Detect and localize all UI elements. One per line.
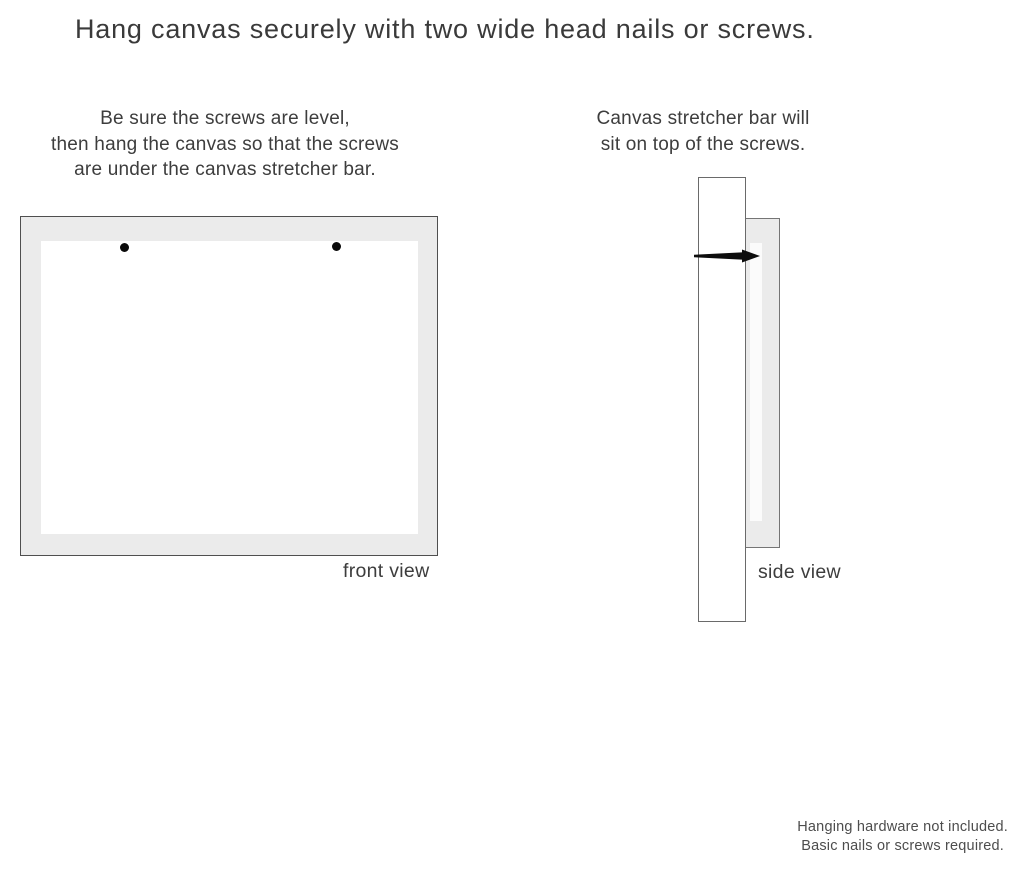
nail-icon <box>694 249 760 263</box>
canvas-side-profile <box>745 218 780 548</box>
disclaimer-line: Basic nails or screws required. <box>801 837 1005 854</box>
page-title: Hang canvas securely with two wide head … <box>75 14 815 44</box>
instruction-line: Canvas stretcher bar will <box>596 108 810 129</box>
front-view-instructions: Be sure the screws are level, then hang … <box>30 106 420 183</box>
instruction-line: then hang the canvas so that the screws <box>51 133 399 155</box>
instruction-line: sit on top of the screws. <box>600 133 806 155</box>
side-view-label: side view <box>758 561 841 583</box>
front-view-canvas-diagram <box>20 216 438 556</box>
canvas-side-inner-face <box>750 243 762 521</box>
nail-head-dot-right <box>332 242 341 251</box>
front-view-label: front view <box>343 560 430 582</box>
side-view-instructions: Canvas stretcher bar will sit on top of … <box>577 106 829 157</box>
nail-head-dot-left <box>120 243 129 252</box>
instruction-line: are under the canvas stretcher bar. <box>74 159 376 180</box>
stretcher-bar-side-profile <box>698 177 746 622</box>
disclaimer-line: Hanging hardware not included. <box>797 819 1008 835</box>
canvas-front-inner-face <box>41 241 418 534</box>
instruction-line: Be sure the screws are level, <box>100 108 350 129</box>
hardware-disclaimer: Hanging hardware not included. Basic nai… <box>797 818 1008 855</box>
